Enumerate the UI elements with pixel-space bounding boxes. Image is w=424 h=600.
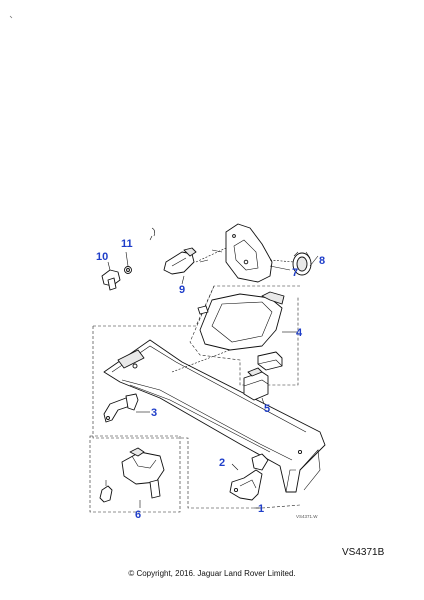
- part-hinge-bracket: [229, 453, 269, 501]
- callout-1: 1: [258, 503, 264, 515]
- callout-9: 9: [179, 284, 185, 296]
- leader-lines: [107, 251, 319, 509]
- part-plenum-panel: [103, 339, 326, 493]
- callout-2: 2: [219, 457, 225, 469]
- part-grommet: [292, 251, 312, 276]
- part-brackets: [243, 351, 283, 401]
- part-air-intake-housing: [197, 291, 285, 351]
- small-drawing-code: VS4371.W: [296, 514, 318, 519]
- callout-10: 10: [96, 251, 108, 263]
- part-clip: [163, 247, 197, 275]
- callout-4: 4: [296, 327, 303, 339]
- annotation-mark: [149, 227, 155, 241]
- callout-5: 5: [264, 403, 270, 415]
- drawing-id: VS4371B: [342, 547, 385, 558]
- callout-11: 11: [121, 238, 133, 250]
- callout-labels: 1 2 3 4 5 6 7 8 9 10 11: [96, 238, 325, 521]
- corner-mark: [9, 15, 13, 19]
- part-mount-bracket: [99, 447, 165, 503]
- callout-6: 6: [135, 509, 141, 521]
- callout-8: 8: [319, 255, 325, 267]
- group-outlines: [89, 285, 301, 513]
- part-support-bracket: [103, 393, 139, 423]
- part-cover-plate: [225, 223, 273, 283]
- annotation-mark-2: [199, 249, 223, 263]
- callout-7: 7: [292, 267, 298, 279]
- copyright-notice: © Copyright, 2016. Jaguar Land Rover Lim…: [128, 569, 295, 578]
- callout-3: 3: [151, 407, 157, 419]
- part-fasteners: [101, 266, 132, 291]
- assembly-arrows: [171, 247, 295, 373]
